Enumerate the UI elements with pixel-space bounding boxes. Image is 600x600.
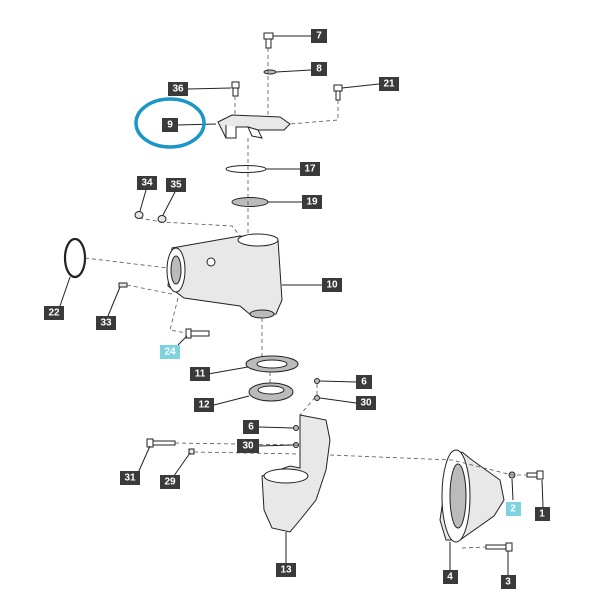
- label-3-text: 3: [505, 577, 511, 588]
- part-bolt-3: [485, 542, 513, 552]
- part-bolt-7: [263, 32, 274, 49]
- label-2[interactable]: 2: [506, 502, 521, 516]
- label-34[interactable]: 34: [137, 176, 157, 190]
- part-cover-4: [439, 449, 505, 543]
- part-washer-30-right: [314, 395, 320, 401]
- label-6-left[interactable]: 6: [243, 420, 259, 434]
- label-35-text: 35: [170, 180, 182, 191]
- part-pin-33: [118, 282, 128, 288]
- part-bolt-21: [333, 84, 343, 101]
- label-21[interactable]: 21: [379, 77, 399, 91]
- label-30-right[interactable]: 30: [356, 396, 376, 410]
- part-nut-35: [157, 215, 167, 223]
- part-spacer-29: [188, 448, 195, 455]
- part-ring-17: [225, 165, 267, 173]
- part-bearing-12: [248, 382, 294, 402]
- assembly-axes: [84, 48, 527, 549]
- label-3[interactable]: 3: [501, 575, 516, 589]
- label-12[interactable]: 12: [194, 398, 214, 412]
- label-4-text: 4: [447, 572, 453, 583]
- label-2-text: 2: [510, 504, 516, 515]
- part-ring-19: [231, 197, 269, 207]
- part-nut-34: [134, 211, 144, 219]
- label-30-left-text: 30: [242, 441, 254, 452]
- label-7-text: 7: [316, 31, 322, 42]
- part-bolt-24: [185, 328, 210, 339]
- label-11[interactable]: 11: [190, 367, 210, 381]
- part-seal-11: [245, 355, 299, 373]
- label-22-text: 22: [48, 308, 60, 319]
- label-8-text: 8: [316, 64, 322, 75]
- label-8[interactable]: 8: [311, 62, 327, 76]
- part-nut-6-right: [314, 378, 320, 384]
- part-nut-6-left: [293, 425, 299, 431]
- label-6-right-text: 6: [361, 377, 367, 388]
- part-bolt-36: [231, 81, 240, 97]
- label-1-text: 1: [539, 509, 545, 520]
- label-30-right-text: 30: [360, 398, 372, 409]
- label-34-text: 34: [141, 178, 153, 189]
- part-housing-10: [166, 233, 283, 319]
- label-36-text: 36: [172, 84, 184, 95]
- label-22[interactable]: 22: [44, 306, 64, 320]
- label-31-text: 31: [124, 473, 136, 484]
- label-13[interactable]: 13: [276, 563, 296, 577]
- part-bolt-1: [526, 470, 544, 480]
- label-29[interactable]: 29: [160, 475, 180, 489]
- part-bracket-9: [217, 114, 291, 139]
- label-9-text: 9: [167, 120, 173, 131]
- label-11-text: 11: [195, 369, 206, 380]
- label-6-right[interactable]: 6: [356, 375, 372, 389]
- highlight-circle: [134, 97, 206, 149]
- label-19-text: 19: [306, 197, 318, 208]
- label-4[interactable]: 4: [443, 570, 458, 584]
- part-bolt-31: [146, 438, 176, 448]
- label-33-text: 33: [100, 318, 112, 329]
- label-24[interactable]: 24: [160, 345, 180, 359]
- part-lower-housing-13: [261, 414, 331, 533]
- label-19[interactable]: 19: [302, 195, 322, 209]
- label-10-text: 10: [326, 280, 338, 291]
- label-1[interactable]: 1: [535, 507, 550, 521]
- label-12-text: 12: [198, 400, 210, 411]
- label-35[interactable]: 35: [166, 178, 186, 192]
- label-10[interactable]: 10: [322, 278, 342, 292]
- label-17[interactable]: 17: [300, 162, 320, 176]
- leader-lines: [59, 35, 544, 575]
- label-7[interactable]: 7: [311, 29, 327, 43]
- label-30-left[interactable]: 30: [237, 439, 259, 453]
- label-36[interactable]: 36: [168, 82, 188, 96]
- label-17-text: 17: [304, 164, 316, 175]
- label-21-text: 21: [383, 79, 395, 90]
- label-33[interactable]: 33: [96, 316, 116, 330]
- part-washer-8: [263, 69, 277, 75]
- label-9[interactable]: 9: [162, 118, 178, 132]
- label-31[interactable]: 31: [120, 471, 140, 485]
- part-oring-22: [63, 237, 87, 279]
- label-13-text: 13: [280, 565, 292, 576]
- label-24-text: 24: [164, 347, 176, 358]
- label-6-left-text: 6: [248, 422, 254, 433]
- label-29-text: 29: [164, 477, 176, 488]
